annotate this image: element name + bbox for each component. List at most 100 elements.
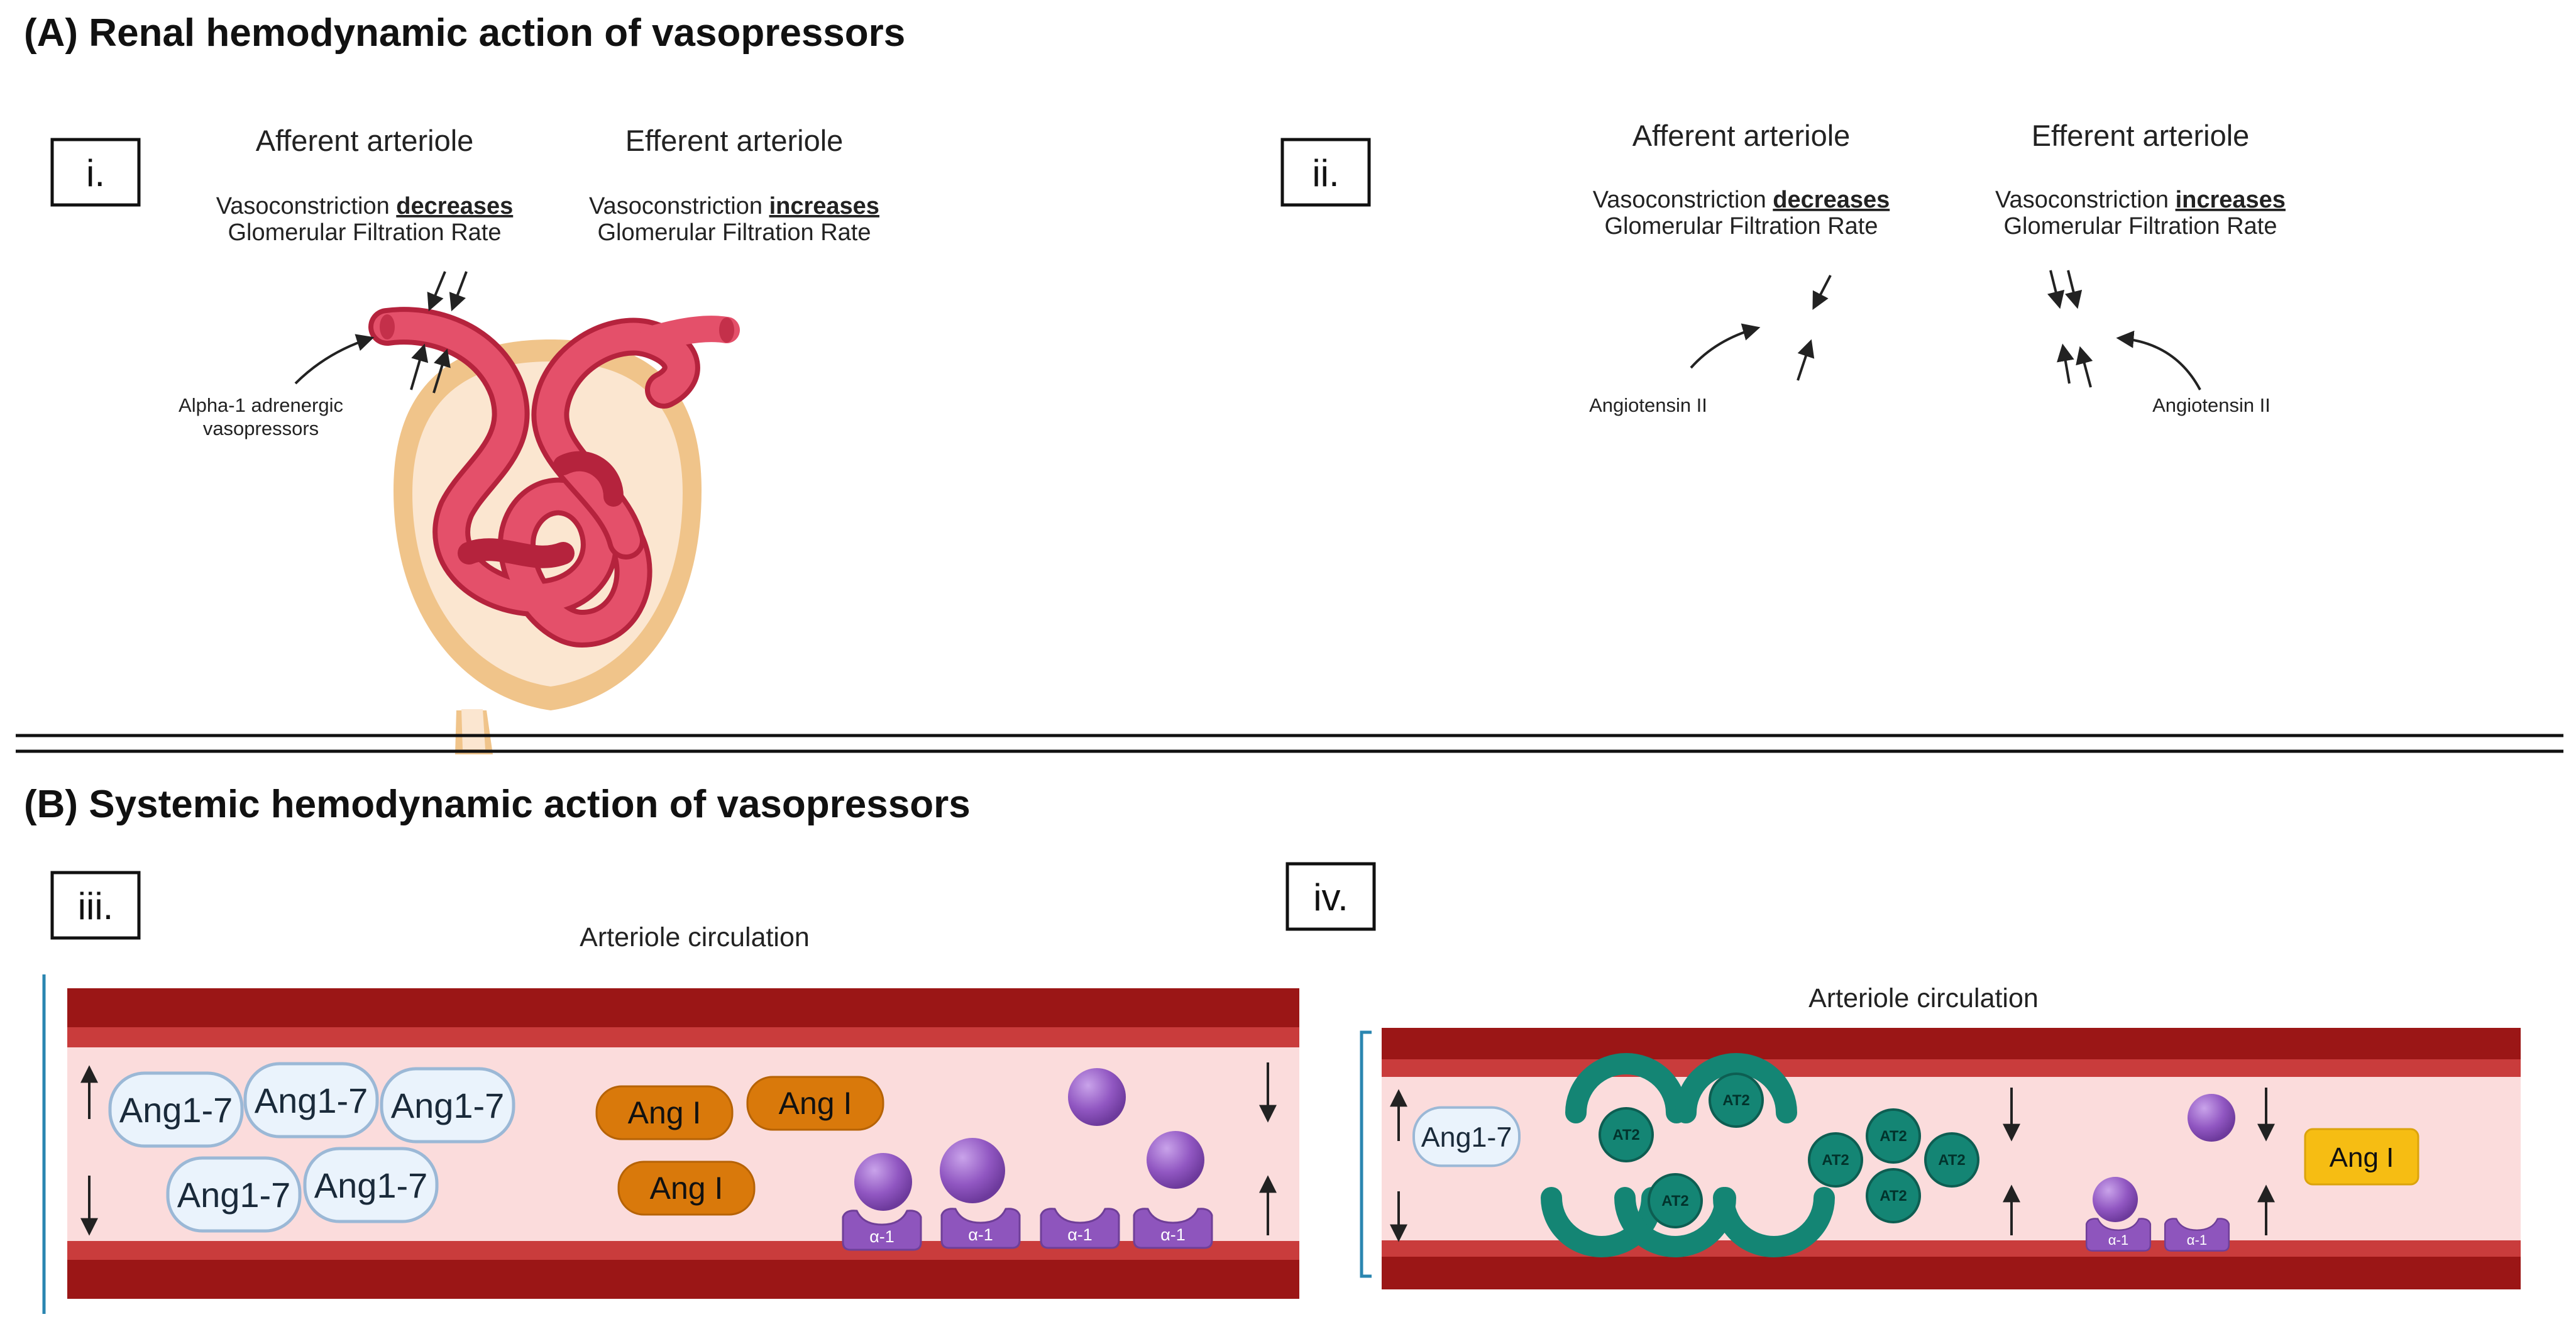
svg-text:AT2: AT2	[1822, 1152, 1849, 1169]
panel-iii-label: iii.	[78, 885, 114, 927]
panel-ii-efferent-arrow-top-1	[2047, 270, 2065, 309]
panel-i-arrow-bottom-1	[410, 343, 429, 390]
svg-text:AT2: AT2	[1661, 1193, 1689, 1210]
at2-ligand: AT2	[1648, 1173, 1703, 1228]
svg-text:Ang I: Ang I	[2330, 1142, 2394, 1173]
panel-ii-afferent-arrow-bottom	[1797, 339, 1815, 381]
ang1-molecule: Ang I	[746, 1076, 884, 1131]
ang1-molecule: Ang I	[617, 1161, 756, 1216]
section-a-title: (A) Renal hemodynamic action of vasopres…	[24, 11, 905, 55]
panel-ii-agent-left-arrow	[1690, 323, 1761, 369]
svg-text:Ang1-7: Ang1-7	[391, 1086, 505, 1125]
panel-iii-vessel-wall-top-inner	[67, 1027, 1299, 1047]
ang17-molecule: Ang1-7	[305, 1149, 437, 1221]
panel-ii-agent-left: Angiotensin II	[1589, 394, 1707, 416]
svg-text:Ang1-7: Ang1-7	[1421, 1122, 1512, 1153]
ang17-molecule: Ang1-7	[110, 1073, 242, 1146]
panel-ii-efferent-effect: Vasoconstriction increases	[1995, 187, 2286, 213]
vasopressor-ligand	[2188, 1094, 2235, 1142]
panel-ii-agent-right-arrow	[2116, 330, 2201, 390]
svg-text:Ang1-7: Ang1-7	[119, 1090, 233, 1130]
vasopressor-ligand	[854, 1153, 912, 1211]
panel-i-arrow-bottom-2	[432, 348, 451, 394]
panel-i-agent-arrow	[294, 334, 375, 385]
svg-text:α-1: α-1	[869, 1227, 894, 1246]
panel-ii-efferent-arrow-top-2	[2064, 270, 2083, 309]
panel-ii-label: ii.	[1312, 152, 1339, 194]
svg-text:Ang1-7: Ang1-7	[255, 1081, 368, 1120]
panel-iii-vessel-wall-top	[67, 988, 1299, 1027]
svg-text:α-1: α-1	[968, 1225, 993, 1244]
panel-ii-afferent-effect: Vasoconstriction decreases	[1593, 187, 1890, 213]
panel-ii-efferent-arrow-bottom-2	[2076, 346, 2093, 388]
svg-text:α-1: α-1	[2187, 1232, 2207, 1248]
svg-text:Ang1-7: Ang1-7	[177, 1175, 291, 1215]
panel-i-agent-line2: vasopressors	[203, 417, 319, 439]
svg-text:AT2: AT2	[1880, 1128, 1907, 1145]
at2-ligand: AT2	[1709, 1073, 1764, 1128]
panel-i-arrow-top-2	[449, 271, 468, 312]
panel-iv-vessel-wall-bottom	[1382, 1257, 2521, 1289]
svg-text:AT2: AT2	[1880, 1188, 1907, 1205]
svg-text:Ang I: Ang I	[650, 1171, 724, 1206]
panel-ii-efferent-gfr: Glomerular Filtration Rate	[2003, 213, 2277, 240]
panel-ii-afferent-gfr: Glomerular Filtration Rate	[1604, 213, 1878, 240]
panel-i-afferent-heading: Afferent arteriole	[256, 124, 474, 157]
panel-iv-bracket	[1360, 1030, 1372, 1278]
panel-iii-label-box	[50, 871, 141, 940]
ang1-molecule: Ang I	[595, 1085, 734, 1140]
panel-iii-vessel-wall-bottom	[67, 1260, 1299, 1299]
alpha1-receptor: α-1	[940, 1208, 1021, 1249]
panel-i-efferent-effect: Vasoconstriction increases	[589, 193, 879, 219]
panel-ii-efferent-arrow-bottom-1	[2057, 343, 2074, 384]
svg-text:α-1: α-1	[1067, 1225, 1093, 1244]
svg-text:α-1: α-1	[2108, 1232, 2128, 1248]
vasopressor-ligand	[1147, 1131, 1204, 1189]
vasopressor-ligand	[1068, 1068, 1126, 1126]
vasopressor-ligand	[940, 1138, 1005, 1203]
panel-iv: iv. Arteriole circulation Ang1-7 AT2 AT2…	[1285, 862, 2521, 1289]
ang17-molecule: Ang1-7	[168, 1158, 300, 1231]
svg-text:AT2: AT2	[1722, 1092, 1750, 1109]
panel-i-afferent-effect: Vasoconstriction decreases	[216, 193, 513, 219]
at2-ligand: AT2	[1924, 1132, 1979, 1188]
panel-iii: iii. Arteriole circulation Ang1-7 Ang1-7…	[42, 871, 1299, 1314]
panel-iv-label: iv.	[1313, 876, 1348, 918]
panel-iv-caption: Arteriole circulation	[1808, 983, 2039, 1013]
panel-i-glomerulus	[380, 314, 734, 754]
alpha1-receptor: α-1	[2164, 1218, 2230, 1252]
svg-text:Ang I: Ang I	[628, 1095, 702, 1130]
section-b-title: (B) Systemic hemodynamic action of vasop…	[24, 783, 971, 826]
panel-i-agent-line1: Alpha-1 adrenergic	[179, 394, 343, 416]
panel-i-efferent-gfr: Glomerular Filtration Rate	[597, 219, 871, 246]
panel-i: i. Afferent arteriole Vasoconstriction d…	[50, 124, 879, 754]
at2-ligand: AT2	[1866, 1168, 1921, 1223]
svg-text:α-1: α-1	[1160, 1225, 1186, 1244]
panel-i-label-box	[50, 138, 141, 207]
ang17-molecule: Ang1-7	[245, 1064, 377, 1137]
panel-i-label: i.	[86, 152, 105, 194]
panel-ii-afferent-arrow-top	[1812, 275, 1832, 310]
panel-ii-afferent-heading: Afferent arteriole	[1632, 119, 1851, 152]
ang17-molecule: Ang1-7	[1414, 1108, 1519, 1166]
panel-ii-agent-right: Angiotensin II	[2152, 394, 2271, 416]
panel-i-arrow-top-1	[427, 271, 446, 312]
panel-i-efferent-heading: Efferent arteriole	[625, 124, 844, 157]
panel-ii: ii. Afferent arteriole Vasoconstriction …	[1280, 119, 2286, 416]
vasopressor-ligand	[2093, 1177, 2138, 1222]
alpha1-receptor: α-1	[2085, 1218, 2152, 1252]
ang17-molecule: Ang1-7	[382, 1069, 514, 1142]
svg-text:Ang I: Ang I	[779, 1086, 852, 1121]
panel-iv-label-box	[1285, 862, 1376, 931]
panel-ii-efferent-heading: Efferent arteriole	[2032, 119, 2250, 152]
alpha1-receptor: α-1	[1040, 1208, 1120, 1249]
ang1-molecule: Ang I	[2304, 1128, 2419, 1186]
panel-iv-vessel-wall-top-inner	[1382, 1059, 2521, 1077]
panel-iv-vessel-wall-bottom-inner	[1382, 1240, 2521, 1257]
alpha1-receptor: α-1	[1133, 1208, 1213, 1249]
alpha1-receptor: α-1	[842, 1210, 922, 1251]
at2-ligand: AT2	[1866, 1108, 1921, 1164]
panel-ii-label-box	[1280, 138, 1371, 207]
at2-ligand: AT2	[1599, 1107, 1654, 1162]
